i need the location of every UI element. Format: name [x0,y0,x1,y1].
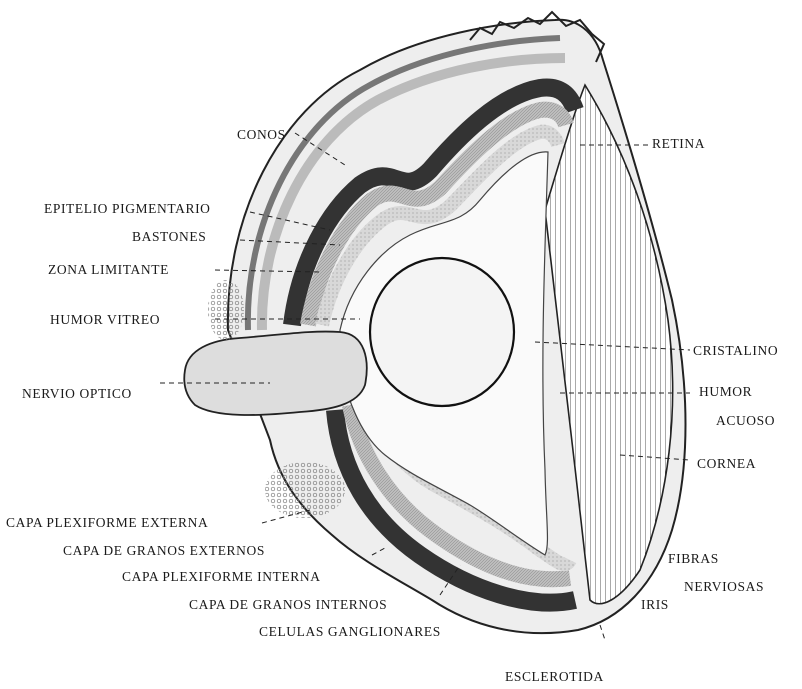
label-esclerotida: ESCLEROTIDA [505,669,604,685]
label-iris: IRIS [641,597,669,613]
label-fibras: FIBRAS [668,551,719,567]
label-acuoso: ACUOSO [716,413,775,429]
label-cristalino: CRISTALINO [693,343,778,359]
label-humor-vitreo: HUMOR VITREO [50,312,160,328]
lens-crystalline [370,258,514,406]
label-humor: HUMOR [699,384,752,400]
label-nerviosas: NERVIOSAS [684,579,764,595]
label-retina: RETINA [652,136,705,152]
tissue-cluster-lower [265,462,345,518]
label-capa-de-granos-externos: CAPA DE GRANOS EXTERNOS [63,543,265,559]
label-capa-plexiforme-externa: CAPA PLEXIFORME EXTERNA [6,515,208,531]
tissue-cluster-upper [208,280,244,340]
label-nervio-optico: NERVIO OPTICO [22,386,132,402]
label-cornea: CORNEA [697,456,756,472]
label-celulas-ganglionares: CELULAS GANGLIONARES [259,624,441,640]
label-epitelio-pigmentario: EPITELIO PIGMENTARIO [44,201,211,217]
label-capa-plexiforme-interna: CAPA PLEXIFORME INTERNA [122,569,321,585]
label-zona-limitante: ZONA LIMITANTE [48,262,169,278]
optic-nerve [184,332,366,415]
label-bastones: BASTONES [132,229,206,245]
label-conos: CONOS [237,127,286,143]
label-capa-de-granos-internos: CAPA DE GRANOS INTERNOS [189,597,387,613]
